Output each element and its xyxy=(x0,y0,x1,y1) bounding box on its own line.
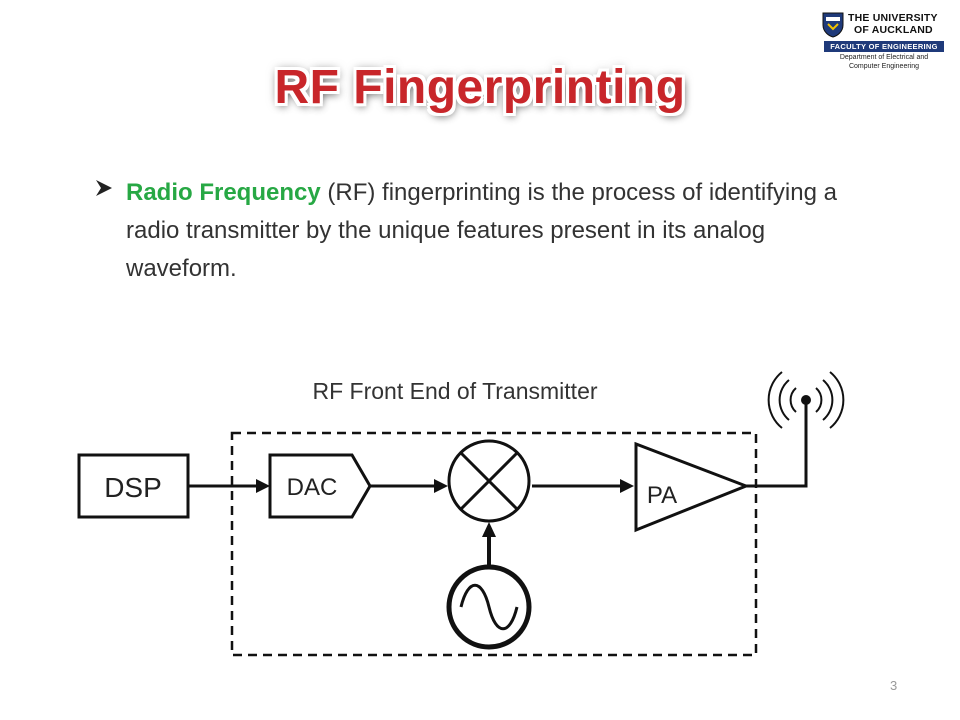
mixer-pa-arrowhead xyxy=(620,479,634,493)
dac-label: DAC xyxy=(287,474,338,501)
dsp-block xyxy=(77,453,190,519)
bullet-body: (RF) fingerprinting is the process of id… xyxy=(126,179,837,282)
department-name: Department of Electrical and Computer En… xyxy=(824,53,944,71)
dsp-label: DSP xyxy=(104,472,162,503)
mixer-cross-line-2 xyxy=(459,451,519,511)
faculty-name: FACULTY OF ENGINEERING xyxy=(824,41,944,52)
bullet-text: Radio Frequency (RF) fingerprinting is t… xyxy=(126,174,846,288)
radio-waves-icon xyxy=(767,371,845,429)
oscillator-mixer-arrowhead xyxy=(482,522,496,537)
university-name-line2: OF AUCKLAND xyxy=(854,24,933,36)
university-name: THE UNIVERSITY OF AUCKLAND xyxy=(848,12,938,36)
diagram-caption: RF Front End of Transmitter xyxy=(312,378,598,404)
dac-mixer-arrowhead xyxy=(434,479,448,493)
slide-title: RF Fingerprinting xyxy=(274,61,686,114)
front-end-boundary xyxy=(230,431,758,657)
page-number: 3 xyxy=(890,678,898,693)
bullet-highlight: Radio Frequency xyxy=(126,179,321,206)
university-name-line1: THE UNIVERSITY xyxy=(848,12,938,24)
pa-block xyxy=(634,441,751,533)
arrow-bullet-icon xyxy=(96,180,112,196)
pa-label: PA xyxy=(647,482,677,509)
sine-wave-icon xyxy=(459,584,519,630)
crest-icon xyxy=(822,12,844,38)
university-logo: THE UNIVERSITY OF AUCKLAND FACULTY OF EN… xyxy=(816,8,946,70)
dac-block xyxy=(268,453,372,519)
antenna-tip xyxy=(801,395,811,405)
dsp-dac-arrowhead xyxy=(256,479,270,493)
department-name-line2: Computer Engineering xyxy=(848,63,920,70)
pa-antenna-connection xyxy=(746,400,808,488)
department-name-line1: Department of Electrical and xyxy=(839,54,929,61)
